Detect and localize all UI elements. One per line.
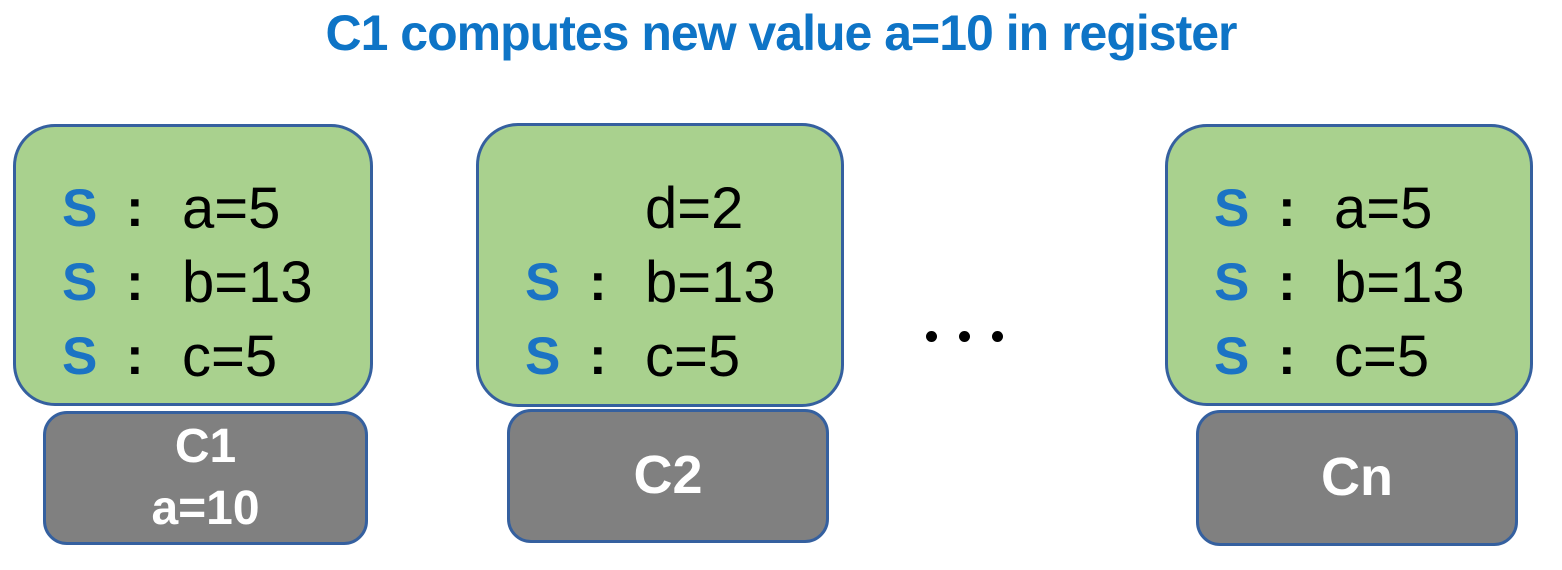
- state-colon: :: [589, 252, 607, 312]
- cache-line: d=2: [525, 171, 841, 245]
- state-prefix: S: [62, 252, 98, 312]
- state-prefix: S: [1214, 252, 1250, 312]
- cache-line: S: c=5: [525, 319, 841, 393]
- cache-line: S: c=5: [1214, 319, 1530, 393]
- client-label: Cn: [1321, 447, 1393, 508]
- client-label: C2: [633, 445, 703, 506]
- slide-title: C1 computes new value a=10 in register: [325, 5, 1238, 61]
- ellipsis-icon: [926, 331, 1003, 342]
- state-value: b=13: [645, 249, 776, 315]
- cache-box-cn: S: a=5 S: b=13 S: c=5: [1165, 124, 1533, 406]
- cache-line: S: b=13: [525, 245, 841, 319]
- state-colon: :: [589, 326, 607, 386]
- cache-line: S: b=13: [1214, 245, 1530, 319]
- state-value: d=2: [645, 175, 744, 241]
- state-prefix: S: [1214, 326, 1250, 386]
- state-value: c=5: [182, 323, 278, 389]
- state-value: a=5: [182, 175, 281, 241]
- state-colon: :: [126, 326, 144, 386]
- cache-box-c2: d=2 S: b=13 S: c=5: [476, 123, 844, 407]
- cache-line: S: a=5: [1214, 171, 1530, 245]
- state-colon: :: [1278, 252, 1296, 312]
- state-value: c=5: [1334, 323, 1430, 389]
- ellipsis-dot: [959, 331, 970, 342]
- state-colon: :: [1278, 326, 1296, 386]
- client-label: C1: [174, 420, 237, 473]
- state-prefix: S: [62, 326, 98, 386]
- state-prefix: S: [525, 326, 561, 386]
- state-colon: :: [1278, 178, 1296, 238]
- state-value: c=5: [645, 323, 741, 389]
- cache-box-c1: S: a=5 S: b=13 S: c=5: [13, 124, 373, 406]
- state-prefix: S: [62, 178, 98, 238]
- state-colon: :: [126, 252, 144, 312]
- cache-line: S: a=5: [62, 171, 370, 245]
- state-value: b=13: [182, 249, 313, 315]
- client-box-cn: Cn: [1196, 410, 1518, 546]
- state-value: a=5: [1334, 175, 1433, 241]
- client-register-value: a=10: [151, 482, 260, 535]
- cache-line: S: b=13: [62, 245, 370, 319]
- client-box-c2: C2: [507, 409, 829, 543]
- client-box-c1: C1 a=10: [43, 411, 368, 545]
- state-colon: :: [126, 178, 144, 238]
- state-prefix: S: [525, 252, 561, 312]
- state-value: b=13: [1334, 249, 1465, 315]
- cache-line: S: c=5: [62, 319, 370, 393]
- ellipsis-dot: [992, 331, 1003, 342]
- state-prefix: S: [1214, 178, 1250, 238]
- ellipsis-dot: [926, 331, 937, 342]
